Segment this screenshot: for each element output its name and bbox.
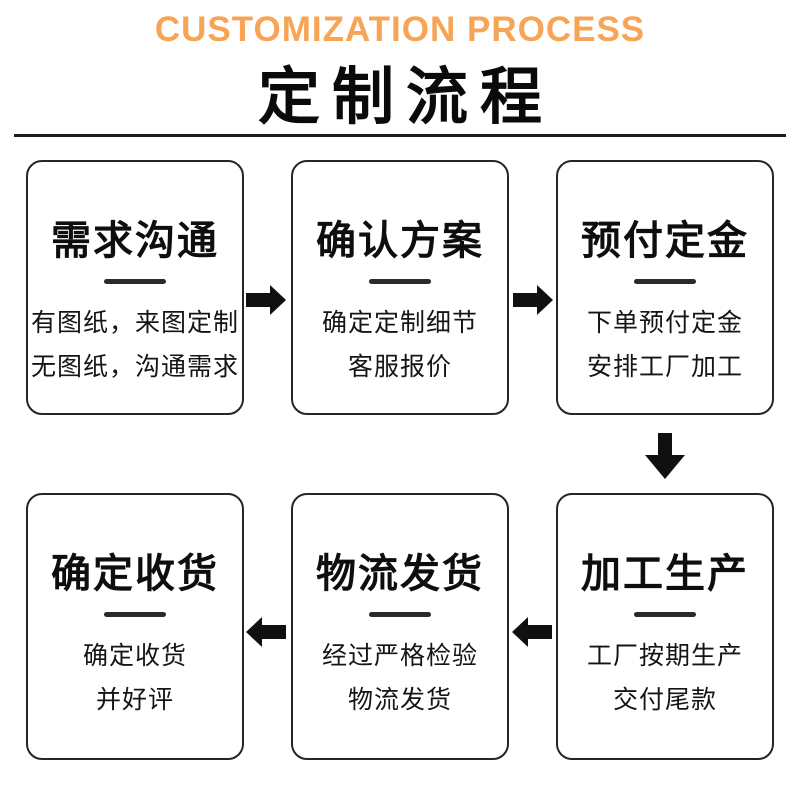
step-line: 物流发货	[347, 686, 452, 714]
step-card-requirements: 需求沟通 有图纸，来图定制 无图纸，沟通需求	[26, 160, 244, 415]
header-subtitle: CUSTOMIZATION PROCESS	[154, 10, 646, 49]
arrow-down-icon	[645, 433, 685, 479]
step-title-underline	[369, 612, 431, 617]
step-title: 需求沟通	[51, 219, 219, 263]
step-card-receipt: 确定收货 确定收货 并好评	[26, 493, 244, 760]
header-divider	[14, 134, 786, 137]
step-title-underline	[104, 279, 166, 284]
step-title: 物流发货	[316, 552, 484, 596]
step-line: 客服报价	[347, 353, 452, 381]
arrow-right-icon	[513, 285, 553, 315]
step-card-confirm-plan: 确认方案 确定定制细节 客服报价	[291, 160, 509, 415]
step-line: 工厂按期生产	[586, 642, 743, 670]
step-line: 有图纸，来图定制	[30, 309, 239, 337]
step-line: 交付尾款	[612, 686, 717, 714]
page-title: 定制流程	[257, 60, 554, 133]
step-title: 预付定金	[581, 219, 749, 263]
arrow-right-icon	[246, 285, 286, 315]
step-line: 无图纸，沟通需求	[30, 353, 239, 381]
step-card-shipping: 物流发货 经过严格检验 物流发货	[291, 493, 509, 760]
step-title: 确认方案	[316, 219, 484, 263]
step-title-underline	[369, 279, 431, 284]
arrow-left-icon	[246, 617, 286, 647]
step-line: 并好评	[95, 686, 174, 714]
step-line: 安排工厂加工	[586, 353, 743, 381]
step-title-underline	[634, 612, 696, 617]
step-line: 确定收货	[82, 642, 187, 670]
step-line: 确定定制细节	[321, 309, 478, 337]
step-line: 经过严格检验	[321, 642, 478, 670]
step-card-deposit: 预付定金 下单预付定金 安排工厂加工	[556, 160, 774, 415]
step-title-underline	[634, 279, 696, 284]
step-card-production: 加工生产 工厂按期生产 交付尾款	[556, 493, 774, 760]
step-title-underline	[104, 612, 166, 617]
step-title: 加工生产	[581, 552, 749, 596]
arrow-left-icon	[512, 617, 552, 647]
step-title: 确定收货	[51, 552, 219, 596]
step-line: 下单预付定金	[586, 309, 743, 337]
